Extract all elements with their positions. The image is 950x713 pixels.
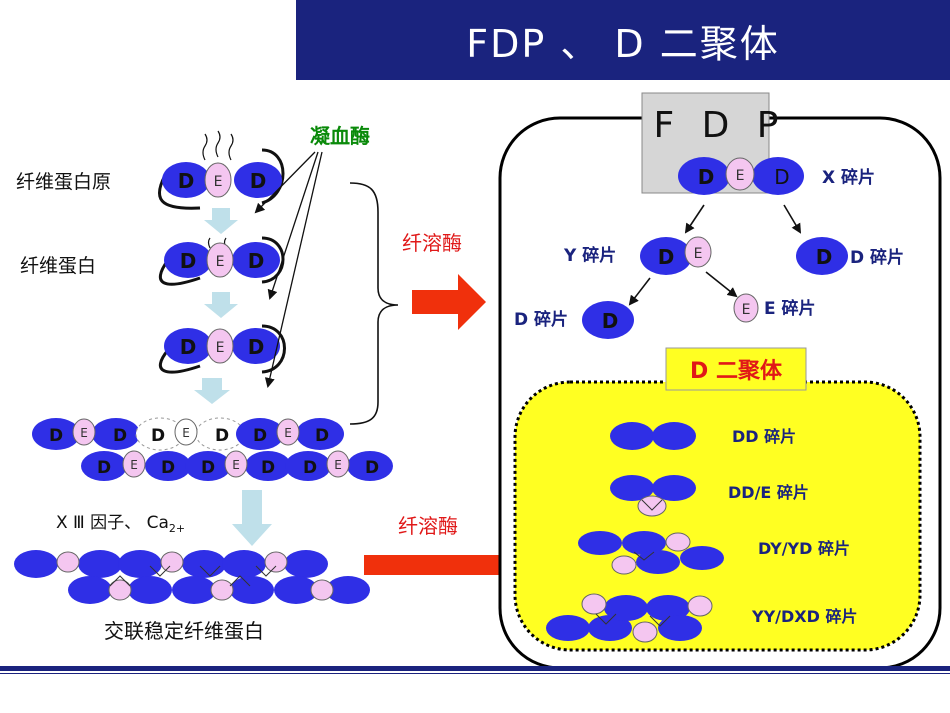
e-domain-label: E — [334, 458, 342, 472]
d-domain-label: D — [49, 426, 63, 446]
d-domain-label: D — [774, 165, 789, 189]
down-arrow — [204, 292, 238, 318]
x-fragment: D D E — [678, 157, 804, 195]
y-to-d-arrow — [628, 277, 651, 306]
down-arrow — [194, 378, 230, 404]
e-domain-label: E — [232, 458, 240, 472]
d-fragment-right: D — [796, 237, 848, 275]
d-domain-label: D — [215, 426, 229, 446]
d-domain-label: D — [365, 458, 379, 478]
x-fragment-label: X 碎片 — [822, 167, 875, 188]
yydxd-fragment-label: YY/DXD 碎片 — [751, 607, 858, 626]
d-dimer-title-box — [665, 347, 807, 391]
dd-fragment — [610, 422, 696, 450]
dde-fragment — [610, 475, 696, 517]
e-domain-label: E — [214, 174, 223, 190]
fibrin-polymer-row-1: D D E D D E D D E — [32, 417, 344, 451]
d-domain-label: D — [253, 426, 267, 446]
plasmin-label-top: 纤溶酶 — [402, 231, 462, 255]
d-domain-label: D — [178, 169, 195, 193]
e-domain-label: E — [694, 246, 703, 262]
d-dimer-title: D 二聚体 — [690, 359, 783, 384]
fibrinogen-molecule: D D E — [157, 130, 285, 210]
crosslink-arrow — [232, 490, 272, 546]
d-fragment-left: D — [582, 301, 634, 339]
plasmin-arrow-bottom — [364, 535, 552, 595]
crosslinked-fibrin — [14, 550, 370, 604]
thrombin-label: 凝血酶 — [310, 124, 370, 148]
dde-fragment-label: DD/E 碎片 — [728, 483, 809, 502]
fibrin-polymer-row-2: D D E D D E D D E — [81, 450, 393, 481]
d-domain-label: D — [261, 458, 275, 478]
d-domain-label: D — [658, 245, 675, 269]
fibrinogen-label: 纤维蛋白原 — [16, 171, 111, 193]
d-domain-label: D — [250, 169, 267, 193]
dyyd-fragment-label: DY/YD 碎片 — [758, 539, 850, 558]
d-domain-label: D — [201, 458, 215, 478]
fibrin-molecule: D D E — [158, 236, 285, 286]
d-domain-label: D — [602, 309, 619, 333]
d-domain-label: D — [113, 426, 127, 446]
x-to-d-arrow — [783, 204, 802, 234]
e-fragment: E — [733, 293, 759, 323]
fibrin-label: 纤维蛋白 — [20, 255, 96, 277]
e-domain-label: E — [284, 426, 292, 440]
fibrin-monomer: D D E — [158, 324, 286, 374]
d-domain-label: D — [816, 245, 833, 269]
d-fragment-left-label: D 碎片 — [514, 309, 568, 330]
e-domain-label: E — [736, 168, 745, 184]
crosslinked-fibrin-label: 交联稳定纤维蛋白 — [104, 619, 264, 643]
x-to-y-arrow — [684, 204, 705, 234]
e-domain-label: E — [130, 458, 138, 472]
d-domain-label: D — [97, 458, 111, 478]
d-domain-label: D — [151, 426, 165, 446]
slide-title: FDP 、 D 二聚体 — [296, 0, 950, 80]
fdp-box-label: F D P — [653, 105, 786, 146]
e-domain-label: E — [80, 426, 88, 440]
e-domain-label: E — [742, 302, 751, 318]
e-domain-label: E — [216, 340, 225, 356]
bottom-rule — [0, 666, 950, 671]
d-domain-label: D — [303, 458, 317, 478]
thrombin-arrows — [254, 151, 323, 388]
e-fragment-label: E 碎片 — [764, 298, 816, 319]
plasmin-arrow-top — [412, 274, 486, 330]
y-fragment-label: Y 碎片 — [563, 245, 616, 266]
bottom-rule-thin — [0, 673, 950, 674]
d-fragment-right-label: D 碎片 — [850, 247, 904, 268]
factor-xiii-label: X Ⅲ 因子、 Ca2+ — [56, 513, 185, 535]
down-arrow — [204, 208, 238, 234]
dd-fragment-label: DD 碎片 — [732, 427, 796, 446]
d-domain-label: D — [180, 335, 197, 359]
e-domain-label: E — [216, 254, 225, 270]
d-domain-label: D — [161, 458, 175, 478]
d-domain-label: D — [248, 335, 265, 359]
plasmin-label-bottom: 纤溶酶 — [398, 514, 458, 538]
e-domain-label: E — [182, 426, 190, 440]
yydxd-fragment — [546, 593, 713, 643]
d-domain-label: D — [698, 165, 715, 189]
y-fragment: D E — [640, 236, 712, 275]
d-domain-label: D — [315, 426, 329, 446]
d-dimer-panel — [513, 380, 922, 652]
d-domain-label: D — [248, 249, 265, 273]
d-domain-label: D — [180, 249, 197, 273]
dyyd-fragment — [578, 531, 724, 575]
grouping-brace — [349, 182, 399, 425]
y-to-e-arrow — [705, 271, 738, 298]
